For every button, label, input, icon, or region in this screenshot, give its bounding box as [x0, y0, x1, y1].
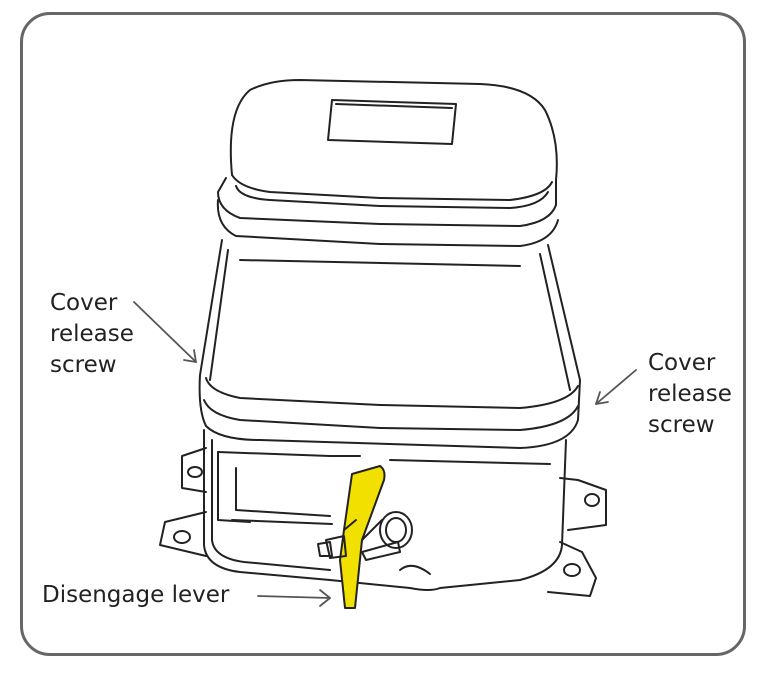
arrow-cover-release-left [133, 301, 197, 363]
label-cover-release-screw-left: Cover release screw [50, 288, 134, 381]
label-line: release [648, 381, 732, 407]
base-mount-plate-right [547, 477, 607, 597]
arrow-disengage-lever [257, 589, 331, 607]
disengage-lever [339, 465, 386, 609]
diagram-frame [20, 12, 746, 656]
label-cover-release-screw-right: Cover release screw [648, 348, 732, 441]
main-body [198, 239, 581, 449]
label-line: Cover [50, 290, 118, 316]
label-line: release [50, 321, 134, 347]
label-line: Cover [648, 350, 716, 376]
label-disengage-lever: Disengage lever [42, 582, 230, 608]
lock-key-icon [317, 511, 413, 561]
base-mount-plate-left [159, 447, 207, 557]
top-cover [216, 79, 559, 247]
label-line: screw [648, 412, 715, 438]
arrow-cover-release-right [595, 369, 637, 405]
lower-housing [203, 429, 567, 591]
label-line: screw [50, 352, 117, 378]
